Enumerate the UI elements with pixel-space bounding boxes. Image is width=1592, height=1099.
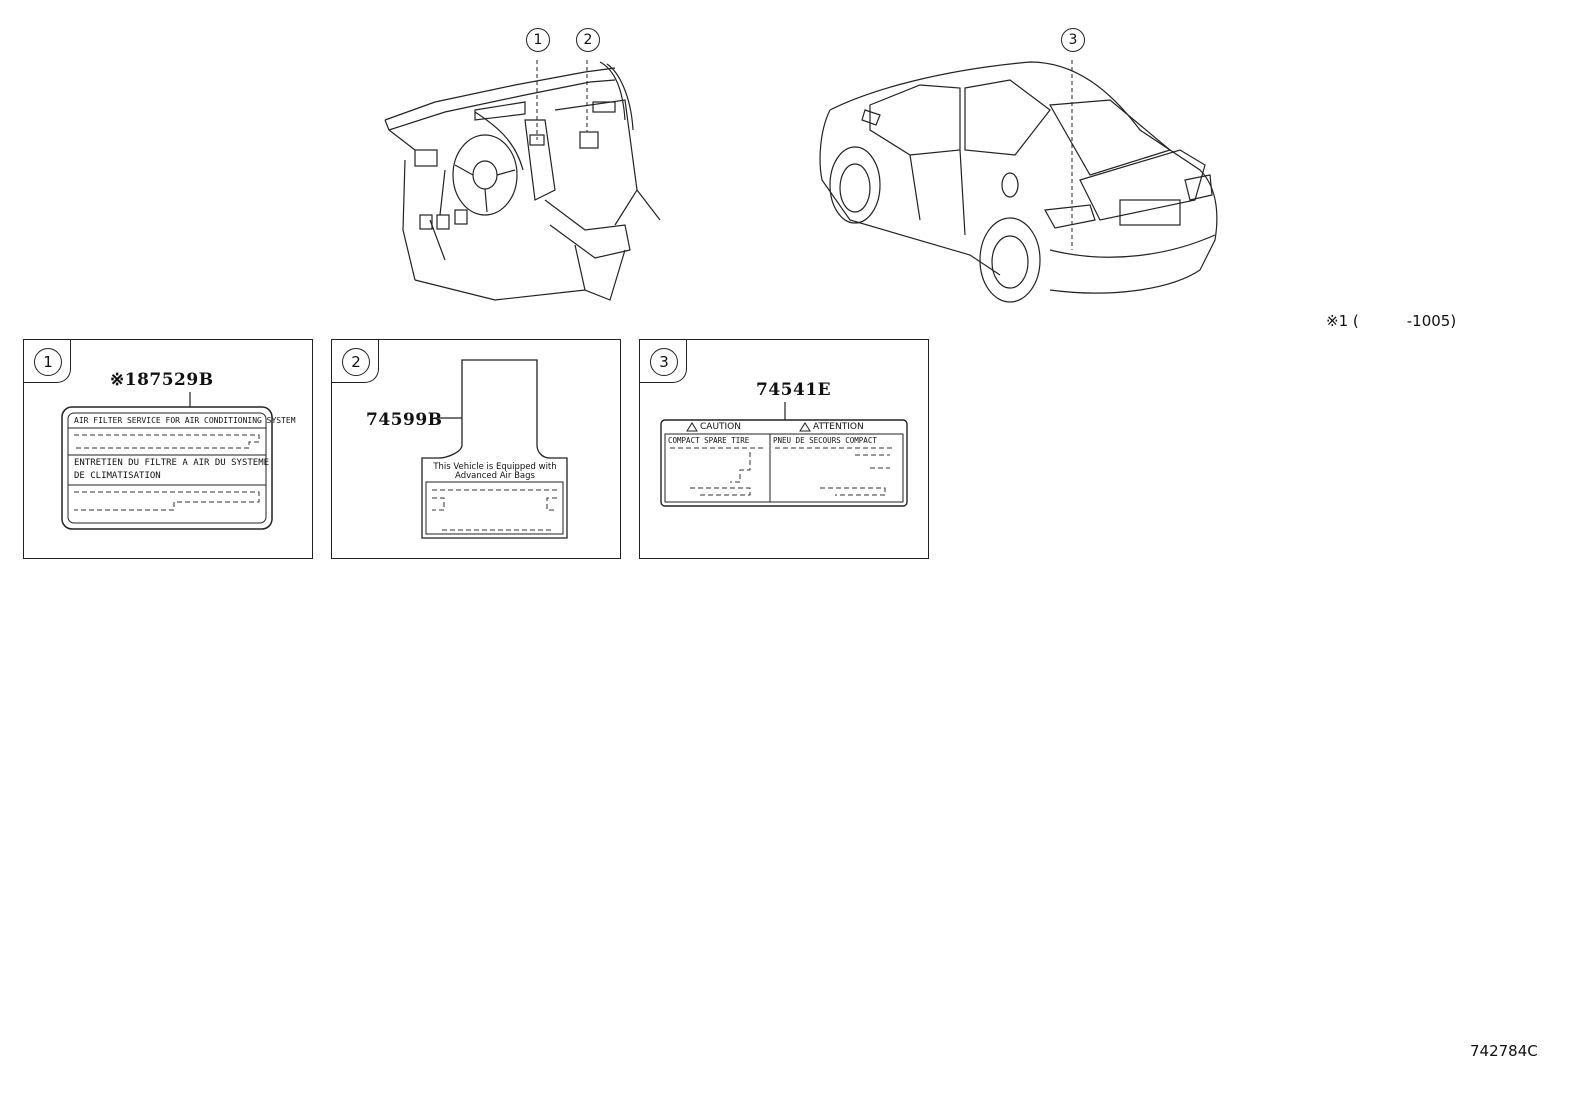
label-line-3: DE CLIMATISATION (74, 471, 161, 481)
interior-dashboard-illustration (384, 60, 661, 301)
label-panel-2: 2 74599B This Vehicle is Equipped with A… (331, 339, 621, 559)
part-number[interactable]: 74599B (366, 410, 443, 430)
label-line-1: This Vehicle is Equipped with (433, 462, 557, 472)
panel-number: 3 (650, 348, 678, 376)
rear-car-illustration (819, 60, 1218, 303)
callout-2[interactable]: 2 (576, 28, 600, 52)
part-number[interactable]: 74541E (756, 380, 832, 400)
label-line-1: AIR FILTER SERVICE FOR AIR CONDITIONING … (74, 416, 296, 425)
spare-tire-fr: PNEU DE SECOURS COMPACT (773, 436, 877, 445)
callout-3[interactable]: 3 (1061, 28, 1085, 52)
caution-header: CAUTION (700, 422, 741, 432)
footnote: ※1 ( -1005) (1326, 312, 1456, 330)
label-line-2: Advanced Air Bags (455, 471, 535, 481)
label-line-2: ENTRETIEN DU FILTRE A AIR DU SYSTEME (74, 458, 270, 468)
panel-number: 1 (34, 348, 62, 376)
spare-tire-en: COMPACT SPARE TIRE (668, 436, 750, 445)
part-number[interactable]: ※187529B (110, 370, 214, 390)
attention-header: ATTENTION (813, 422, 864, 432)
callout-1[interactable]: 1 (526, 28, 550, 52)
label-panel-1: 1 ※187529B AIR FILTER SERVICE FOR AIR CO… (23, 339, 313, 559)
footnote-range: -1005) (1406, 312, 1457, 330)
drawing-code: 742784C (1470, 1042, 1538, 1060)
panel-number: 2 (342, 348, 370, 376)
footnote-mark: ※1 ( (1326, 312, 1359, 330)
label-panel-3: 3 74541E CAUTION ATTENTION COMPACT SPARE… (639, 339, 929, 559)
